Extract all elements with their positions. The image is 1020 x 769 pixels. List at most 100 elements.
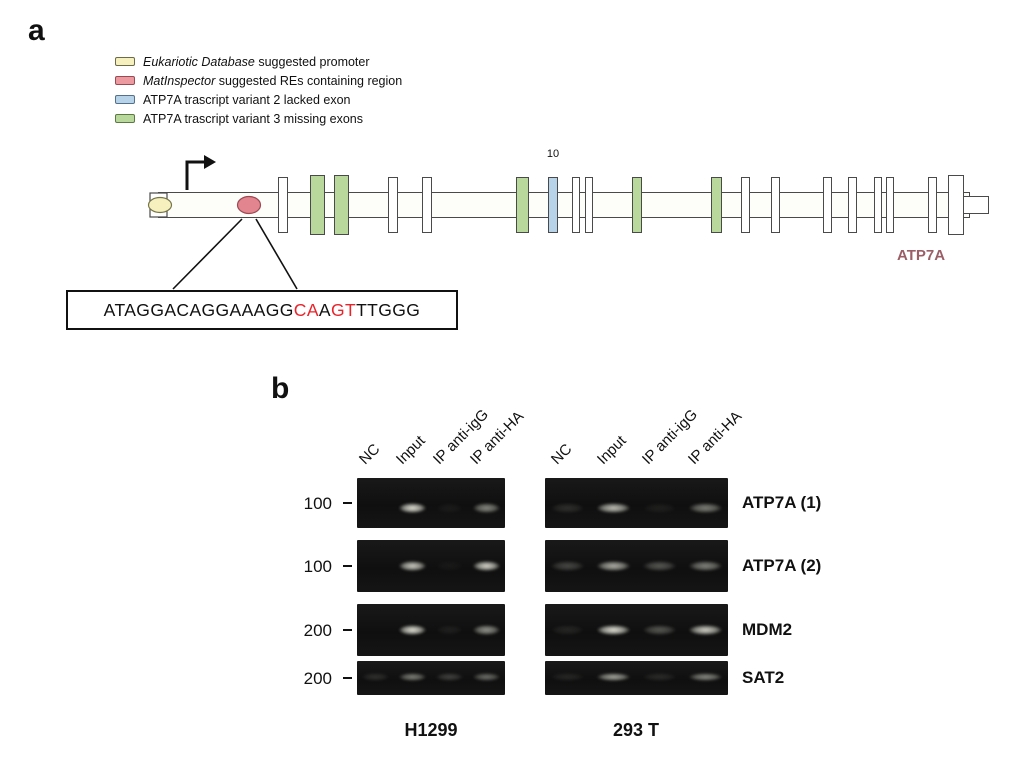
gel-band <box>551 561 585 571</box>
gel-band <box>597 561 631 571</box>
legend-item-0: Eukariotic Database suggested promoter <box>115 52 402 71</box>
panel-b-label: b <box>271 372 290 405</box>
exon-10 <box>548 177 558 233</box>
gel-band <box>551 503 585 513</box>
target-label-atp7a-2-: ATP7A (2) <box>742 556 822 575</box>
gel-band <box>642 561 676 571</box>
exon-number-label: 10 <box>546 148 560 160</box>
legend-swatch-1 <box>115 76 135 85</box>
arrowhead-icon <box>204 155 216 169</box>
target-label-atp7a-1-: ATP7A (1) <box>742 493 822 512</box>
sequence-prefix: ATAGGACAGGAAAGG <box>103 299 294 320</box>
gel-band <box>688 625 722 635</box>
size-marker-2: 200 <box>303 621 332 640</box>
lane-label-H1299-input: Input <box>392 432 429 468</box>
gel-band <box>597 672 631 681</box>
exon-5 <box>422 177 432 233</box>
sequence-red-1: CA <box>293 299 319 320</box>
gel-band <box>436 503 463 513</box>
marker-tick-1 <box>343 565 352 568</box>
legend-item-1: MatInspector suggested REs containing re… <box>115 71 402 90</box>
gel-band <box>642 625 676 635</box>
gel-band <box>473 625 500 635</box>
legend-label-0: Eukariotic Database suggested promoter <box>143 54 370 69</box>
sequence-mid: A <box>318 299 331 320</box>
exon-13 <box>771 177 780 233</box>
exon-9 <box>585 177 593 233</box>
size-marker-3: 200 <box>303 669 332 688</box>
legend-item-2: ATP7A trascript variant 2 lacked exon <box>115 90 402 109</box>
gel-band <box>399 672 426 681</box>
transcription-start-arrow-icon <box>185 160 204 190</box>
target-label-mdm2: MDM2 <box>742 620 793 639</box>
gel-293T-mdm2 <box>545 604 728 656</box>
pointer-line-left <box>172 218 243 290</box>
exon-1 <box>278 177 288 233</box>
gene-3utr-box <box>963 196 989 214</box>
gel-band <box>436 672 463 681</box>
legend-label-1: MatInspector suggested REs containing re… <box>143 73 403 88</box>
exon-4 <box>388 177 398 233</box>
size-marker-0: 100 <box>303 494 332 513</box>
gel-H1299-mdm2 <box>357 604 505 656</box>
cell-line-label-h1299: H1299 <box>404 720 458 740</box>
legend-item-3: ATP7A trascript variant 3 missing exons <box>115 109 402 128</box>
gel-band <box>597 625 631 635</box>
gel-band <box>399 625 426 635</box>
marker-tick-2 <box>343 629 352 632</box>
gel-band <box>473 672 500 681</box>
sequence-suffix: TTGGG <box>356 299 421 320</box>
gene-name-label: ATP7A <box>897 247 946 264</box>
target-label-sat2: SAT2 <box>742 668 785 687</box>
size-marker-1: 100 <box>303 557 332 576</box>
exon-14 <box>823 177 832 233</box>
legend-label-2: ATP7A trascript variant 2 lacked exon <box>143 92 351 107</box>
exon-16 <box>874 177 882 233</box>
gel-band <box>551 672 585 681</box>
exon-6 <box>516 177 529 233</box>
marker-tick-3 <box>343 677 352 680</box>
exon-18 <box>928 177 937 233</box>
legend-label-3: ATP7A trascript variant 3 missing exons <box>143 111 363 126</box>
gel-band <box>642 672 676 681</box>
sequence-red-2: GT <box>330 299 357 320</box>
gel-band <box>473 503 500 513</box>
gel-band <box>597 503 631 513</box>
gel-293T-sat2 <box>545 661 728 695</box>
legend-swatch-3 <box>115 114 135 123</box>
exon-19 <box>948 175 964 235</box>
gel-band <box>688 561 722 571</box>
exon-10 <box>632 177 642 233</box>
exon-12 <box>741 177 750 233</box>
gel-band <box>399 503 426 513</box>
marker-tick-0 <box>343 502 352 505</box>
gel-band <box>362 672 389 681</box>
lane-label-H1299-nc: NC <box>355 440 383 468</box>
exon-8 <box>572 177 580 233</box>
pointer-line-right <box>255 218 298 290</box>
gel-band <box>473 561 500 571</box>
gel-293T-atp7a-2- <box>545 540 728 592</box>
exon-3 <box>334 175 349 235</box>
gel-band <box>436 561 463 571</box>
legend-swatch-0 <box>115 57 135 66</box>
exon-11 <box>711 177 722 233</box>
exon-2 <box>310 175 325 235</box>
gel-band <box>688 672 722 681</box>
legend-swatch-2 <box>115 95 135 104</box>
gel-band <box>436 625 463 635</box>
gel-band <box>688 503 722 513</box>
gel-band <box>642 503 676 513</box>
exon-15 <box>848 177 857 233</box>
gel-H1299-atp7a-2- <box>357 540 505 592</box>
gel-band <box>399 561 426 571</box>
exon-17 <box>886 177 894 233</box>
panel-a-label: a <box>28 14 45 47</box>
gel-H1299-atp7a-1- <box>357 478 505 528</box>
lane-label-293T-nc: NC <box>547 440 576 468</box>
gel-293T-atp7a-1- <box>545 478 728 528</box>
gene-backbone <box>158 192 970 218</box>
